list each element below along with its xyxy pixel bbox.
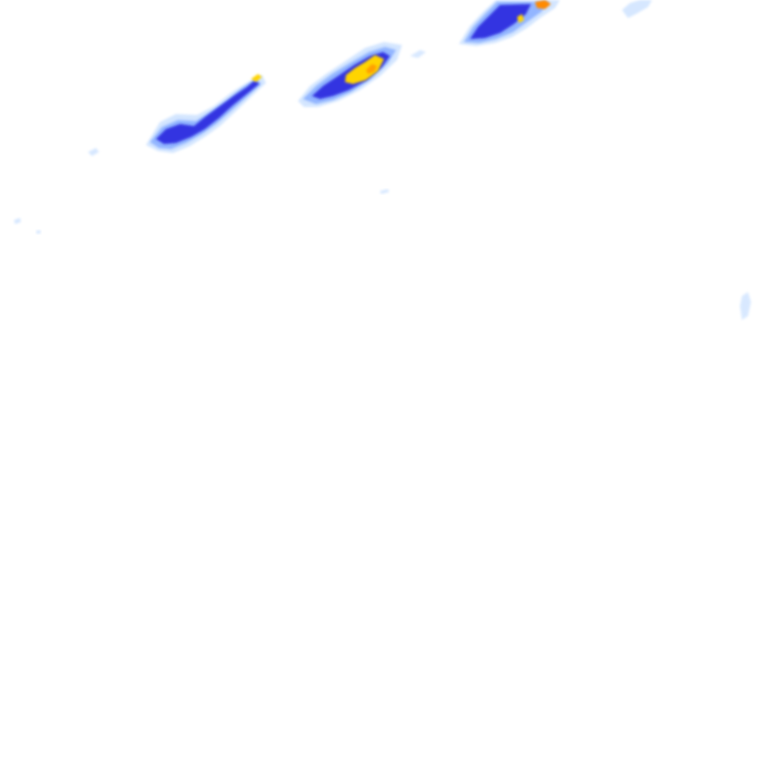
precipitation-cell-middle — [298, 42, 402, 107]
precipitation-cell-left — [146, 74, 266, 153]
precipitation-cell-top-right — [459, 0, 652, 46]
precipitation-speckles — [14, 50, 751, 320]
